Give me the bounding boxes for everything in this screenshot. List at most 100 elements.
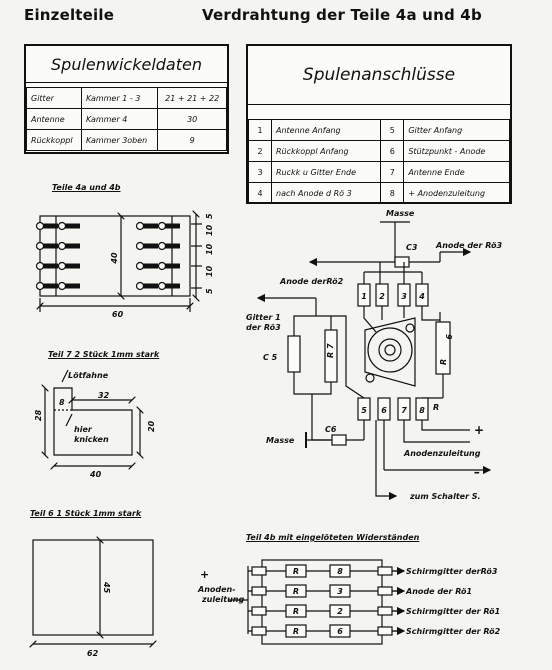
teil-7-outline: [53, 387, 133, 456]
lug-hole: [135, 281, 145, 291]
dim-5a: 5: [205, 213, 214, 219]
resistor-target: Schirmgitter der Rö1: [406, 607, 500, 616]
lug-hole: [135, 221, 145, 231]
dim-10b: 10: [205, 243, 214, 255]
teil-7-drawing: [45, 369, 140, 466]
resistor-label: R: [293, 607, 299, 616]
resistor-body: [285, 564, 307, 578]
label-c6: C6: [325, 425, 337, 434]
lug-left: [251, 626, 267, 636]
connection-cell: 7: [380, 161, 405, 183]
dim-20: 20: [147, 420, 156, 432]
label-r9-num: 9: [444, 334, 453, 340]
label-r8: R: [433, 403, 439, 412]
lug-hole: [57, 221, 67, 231]
label-masse-top: Masse: [386, 209, 415, 218]
resistor-r9: [435, 321, 451, 375]
resistor-number: 2: [337, 607, 343, 616]
lug-right: [377, 626, 393, 636]
resistor-body: [329, 584, 351, 598]
resistor-target: Schirmgitter derRö3: [406, 567, 498, 576]
lug-hole: [135, 241, 145, 251]
coil-form: [367, 327, 413, 373]
caption-teil-4b: Teil 4b mit eingelöteten Widerständen: [246, 533, 420, 542]
resistor-body: [285, 584, 307, 598]
label-anodenzuleitung-4b: Anoden- zuleitung: [197, 585, 244, 604]
label-minus: –: [474, 465, 480, 479]
pin-label: 1: [361, 292, 367, 301]
teil-6-drawing: [33, 540, 153, 644]
caption-teil-6: Teil 6 1 Stück 1mm stark: [30, 509, 142, 518]
dim-60: 60: [112, 310, 124, 319]
lug-hole: [35, 241, 45, 251]
connections-table-title: Spulenanschlüsse: [248, 46, 510, 105]
pin-label: 2: [379, 292, 385, 301]
dim-32: 32: [98, 391, 110, 400]
lug-right: [377, 566, 393, 576]
pin-label: 3: [401, 292, 407, 301]
resistor-number: 6: [337, 627, 343, 636]
capacitor-c3: [394, 256, 410, 268]
resistor-number: 3: [337, 587, 343, 596]
strip-outline: [39, 215, 191, 297]
connection-cell: + Anodenzuleitung: [403, 182, 510, 204]
label-teil7-num: 8: [59, 398, 65, 407]
winding-cell: 21 + 21 + 22: [157, 87, 227, 109]
top-pins: 1 2 3 4: [357, 283, 429, 307]
lug-hole: [157, 221, 167, 231]
label-plus: +: [474, 423, 484, 437]
resistor-body: [285, 624, 307, 638]
caption-teil-7: Teil 7 2 Stück 1mm stark: [48, 350, 160, 359]
dim-28: 28: [34, 409, 43, 421]
dim-40: 40: [110, 252, 119, 265]
label-gitter-ro3: Gitter 1 der Rö3: [246, 313, 283, 332]
lug-hole: [157, 261, 167, 271]
teile-4a-4b-drawing: [35, 214, 202, 312]
lug-right: [377, 606, 393, 616]
label-masse-bottom: Masse: [266, 436, 295, 445]
capacitor-c6: [331, 434, 347, 446]
resistor-number: 8: [337, 567, 343, 576]
resistor-body: [329, 564, 351, 578]
connection-cell: nach Anode d Rö 3: [270, 182, 382, 204]
lug-hole: [57, 241, 67, 251]
caption-teile-4a-4b: Teile 4a und 4b: [52, 183, 121, 192]
lug-left: [251, 586, 267, 596]
resistor-body: [329, 624, 351, 638]
teil-6-outline: [32, 539, 154, 636]
lug-hole: [157, 241, 167, 251]
dim-45: 45: [102, 581, 111, 594]
pin-label: 7: [401, 406, 407, 415]
connection-cell: 8: [380, 182, 405, 204]
winding-cell: Kammer 3oben: [80, 129, 159, 151]
lug-hole: [157, 281, 167, 291]
dim-5c: 5: [205, 288, 214, 294]
winding-cell: 9: [157, 129, 227, 151]
pin-label: 4: [418, 292, 425, 301]
lug-left: [251, 606, 267, 616]
pin-label: 5: [361, 406, 367, 415]
lug-left: [251, 566, 267, 576]
resistor-target: Anode der Rö1: [405, 587, 472, 596]
solder-lugs-right: [135, 221, 180, 291]
label-r9: R: [439, 359, 448, 365]
dim-62: 62: [87, 649, 99, 658]
lug-hole: [35, 261, 45, 271]
lug-hole: [57, 261, 67, 271]
lug-hole: [35, 281, 45, 291]
resistor-body: [329, 604, 351, 618]
heading-verdrahtung: Verdrahtung der Teile 4a und 4b: [202, 6, 482, 24]
resistor-label: R: [293, 587, 299, 596]
resistor-label: R: [293, 567, 299, 576]
dim-10c: 10: [205, 265, 214, 277]
